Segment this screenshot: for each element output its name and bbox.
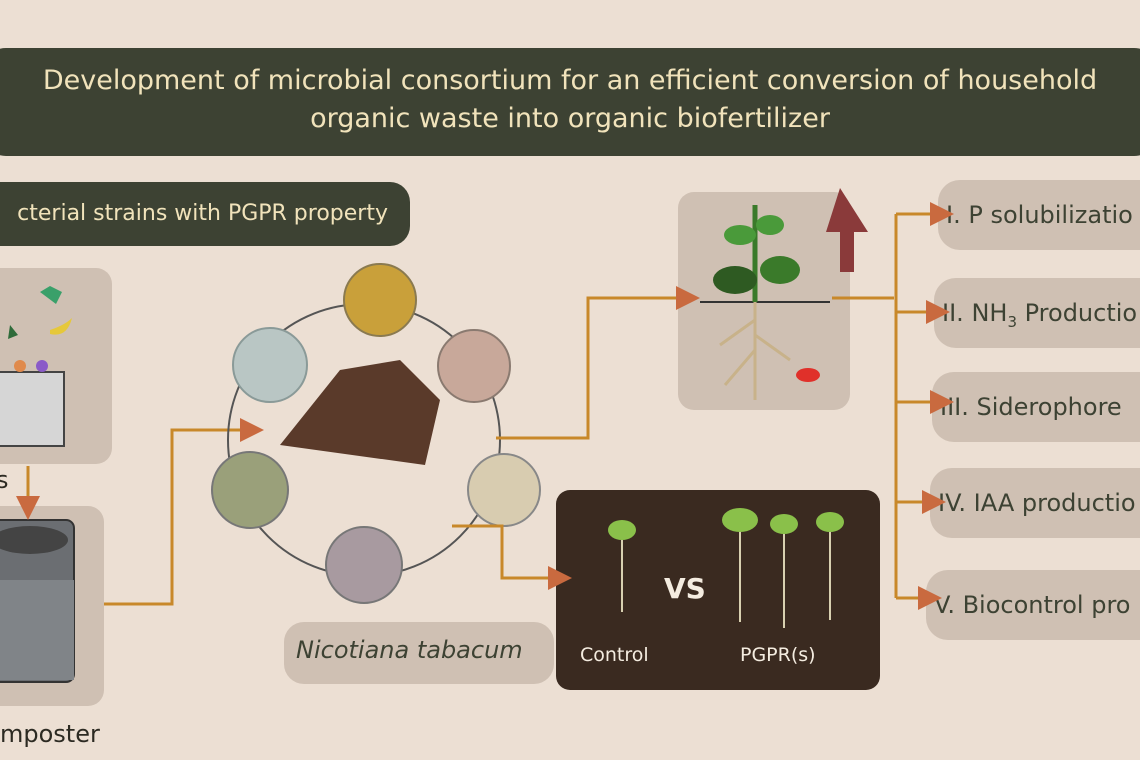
- waste-label: s: [0, 466, 9, 494]
- composter-panel: [0, 506, 104, 706]
- species-panel: [284, 622, 554, 684]
- vs-label: VS: [664, 572, 706, 605]
- title-line-2: organic waste into organic biofertilizer: [310, 103, 830, 134]
- composter-label: mposter: [0, 720, 100, 748]
- species-label: Nicotiana tabacum: [296, 636, 523, 664]
- property-biocontrol: V. Biocontrol pro: [926, 570, 1140, 640]
- title-line-1: Development of microbial consortium for …: [42, 65, 1098, 96]
- petri-ring: [227, 303, 501, 577]
- petri-dish-icon: [211, 263, 541, 604]
- subtitle-banner: cterial strains with PGPR property: [0, 182, 410, 246]
- title-banner: Development of microbial consortium for …: [0, 48, 1140, 156]
- property-nh3-production: II. NH3 Productio: [934, 278, 1140, 348]
- property-iaa-production: IV. IAA productio: [930, 468, 1140, 538]
- control-label: Control: [580, 644, 649, 666]
- plant-panel: [678, 192, 850, 410]
- property-siderophore: III. Siderophore: [932, 372, 1140, 442]
- household-waste-panel: [0, 268, 112, 464]
- pgpr-label: PGPR(s): [740, 644, 816, 666]
- compost-pile-icon: [280, 360, 440, 465]
- property-p-solubilization: I. P solubilizatio: [938, 180, 1140, 250]
